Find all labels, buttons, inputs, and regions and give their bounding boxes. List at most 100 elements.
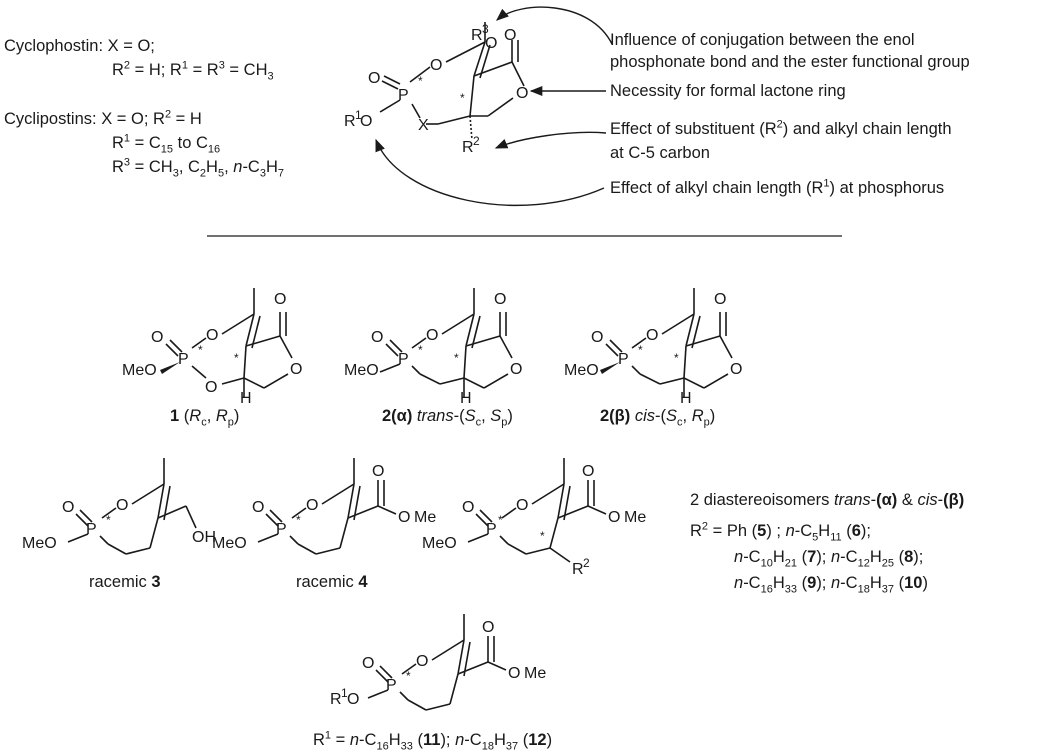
svg-text:O: O	[306, 497, 318, 514]
svg-text:R: R	[462, 139, 474, 156]
svg-text:O: O	[608, 509, 620, 526]
series-diastereoisomers: 2 diastereoisomers trans-(α) & cis-(β)	[690, 491, 965, 509]
svg-text:*: *	[454, 351, 459, 365]
svg-text:MeO: MeO	[564, 362, 599, 379]
svg-text:O: O	[646, 327, 658, 344]
svg-text:O: O	[714, 291, 726, 308]
cyclipostins-line-1: Cyclipostins: X = O; R2 = H	[4, 108, 202, 128]
svg-text:1: 1	[355, 108, 362, 122]
cyclophostin-line-1: Cyclophostin: X = O;	[4, 37, 155, 55]
svg-text:O: O	[426, 327, 438, 344]
svg-text:OH: OH	[192, 529, 216, 546]
arrow-conjugation	[496, 6, 613, 45]
svg-text:Me: Me	[414, 509, 436, 526]
series-r2-line-1: R2 = Ph (5) ; n-C5H11 (6);	[690, 520, 872, 544]
svg-text:P: P	[178, 351, 189, 368]
svg-text:X: X	[418, 117, 429, 134]
svg-text:R: R	[330, 691, 342, 708]
svg-text:O: O	[494, 291, 506, 308]
label-compounds-11-12: R1 = n-C16H33 (11); n-C18H37 (12)	[313, 729, 553, 753]
svg-text:O: O	[368, 70, 380, 87]
structure-compound-2-beta: P O O O O H MeO * *	[564, 288, 742, 407]
svg-text:P: P	[618, 351, 629, 368]
svg-text:O: O	[205, 379, 217, 396]
svg-text:MeO: MeO	[122, 362, 157, 379]
arrow-substituent	[494, 131, 607, 149]
svg-text:R: R	[344, 113, 356, 130]
svg-text:R: R	[572, 561, 584, 578]
cyclipostins-line-2: R1 = C15 to C16	[112, 132, 221, 156]
svg-text:O: O	[398, 509, 410, 526]
svg-text:O: O	[510, 361, 522, 378]
svg-text:O: O	[116, 497, 128, 514]
svg-text:O: O	[582, 463, 594, 480]
svg-text:1: 1	[341, 686, 348, 700]
svg-text:Me: Me	[524, 665, 546, 682]
svg-text:O: O	[252, 499, 264, 516]
svg-text:O: O	[290, 361, 302, 378]
label-compound-2-beta: 2(β) cis-(Sc, Rp)	[600, 407, 716, 429]
svg-text:O: O	[430, 57, 442, 74]
svg-text:H: H	[240, 390, 252, 407]
svg-text:*: *	[638, 343, 643, 357]
series-r2-line-2: n-C10H21 (7); n-C12H25 (8);	[734, 548, 924, 570]
annotation-substituent-line-2: at C-5 carbon	[610, 144, 710, 162]
svg-text:O: O	[504, 27, 516, 44]
svg-text:*: *	[540, 529, 545, 543]
svg-text:*: *	[234, 351, 239, 365]
svg-text:*: *	[498, 513, 503, 527]
svg-text:O: O	[591, 329, 603, 346]
label-compound-3: racemic 3	[89, 573, 161, 591]
structure-compound-2-alpha: P O O O O H MeO * *	[344, 288, 522, 407]
label-compound-4: racemic 4	[296, 573, 368, 591]
label-compound-2-alpha: 2(α) trans-(Sc, Sp)	[382, 407, 513, 429]
svg-text:*: *	[418, 74, 423, 88]
svg-text:H: H	[680, 390, 692, 407]
annotation-alkyl-chain: Effect of alkyl chain length (R1) at pho…	[610, 177, 945, 197]
svg-text:MeO: MeO	[344, 362, 379, 379]
svg-text:P: P	[398, 351, 409, 368]
annotation-conjugation-line-1: Influence of conjugation between the eno…	[610, 31, 915, 49]
svg-text:O: O	[416, 653, 428, 670]
svg-text:*: *	[106, 513, 111, 527]
svg-text:*: *	[406, 669, 411, 683]
svg-text:O: O	[730, 361, 742, 378]
svg-text:O: O	[362, 655, 374, 672]
svg-text:P: P	[398, 87, 409, 104]
svg-text:O: O	[151, 329, 163, 346]
svg-text:MeO: MeO	[422, 535, 457, 552]
arrow-alkyl-chain	[375, 138, 605, 206]
svg-text:P: P	[386, 677, 397, 694]
annotation-lactone: Necessity for formal lactone ring	[610, 82, 846, 100]
svg-text:O: O	[516, 85, 528, 102]
svg-text:P: P	[86, 521, 97, 538]
svg-text:O: O	[206, 327, 218, 344]
svg-text:P: P	[486, 521, 497, 538]
series-r2-line-3: n-C16H33 (9); n-C18H37 (10)	[734, 574, 928, 596]
cyclophostin-line-2: R2 = H; R1 = R3 = CH3	[112, 59, 274, 83]
svg-text:O: O	[274, 291, 286, 308]
svg-text:2: 2	[583, 556, 590, 570]
svg-text:O: O	[485, 35, 497, 52]
structure-compound-4: P O O O O Me MeO *	[212, 458, 436, 555]
svg-text:H: H	[460, 390, 472, 407]
svg-text:O: O	[62, 499, 74, 516]
svg-text:3: 3	[482, 22, 489, 36]
svg-text:*: *	[460, 91, 465, 105]
svg-text:O: O	[462, 499, 474, 516]
svg-text:O: O	[360, 113, 372, 130]
svg-text:O: O	[347, 691, 359, 708]
annotation-substituent-line-1: Effect of substituent (R2) and alkyl cha…	[610, 118, 952, 138]
structure-compound-1: P O O O O O H MeO * *	[122, 288, 302, 407]
svg-text:R: R	[471, 27, 483, 44]
svg-text:2: 2	[473, 134, 480, 148]
structure-compound-3: P O O OH MeO *	[22, 458, 216, 555]
svg-text:MeO: MeO	[212, 535, 247, 552]
svg-text:Me: Me	[624, 509, 646, 526]
svg-text:*: *	[296, 513, 301, 527]
svg-text:*: *	[674, 351, 679, 365]
svg-text:O: O	[516, 497, 528, 514]
